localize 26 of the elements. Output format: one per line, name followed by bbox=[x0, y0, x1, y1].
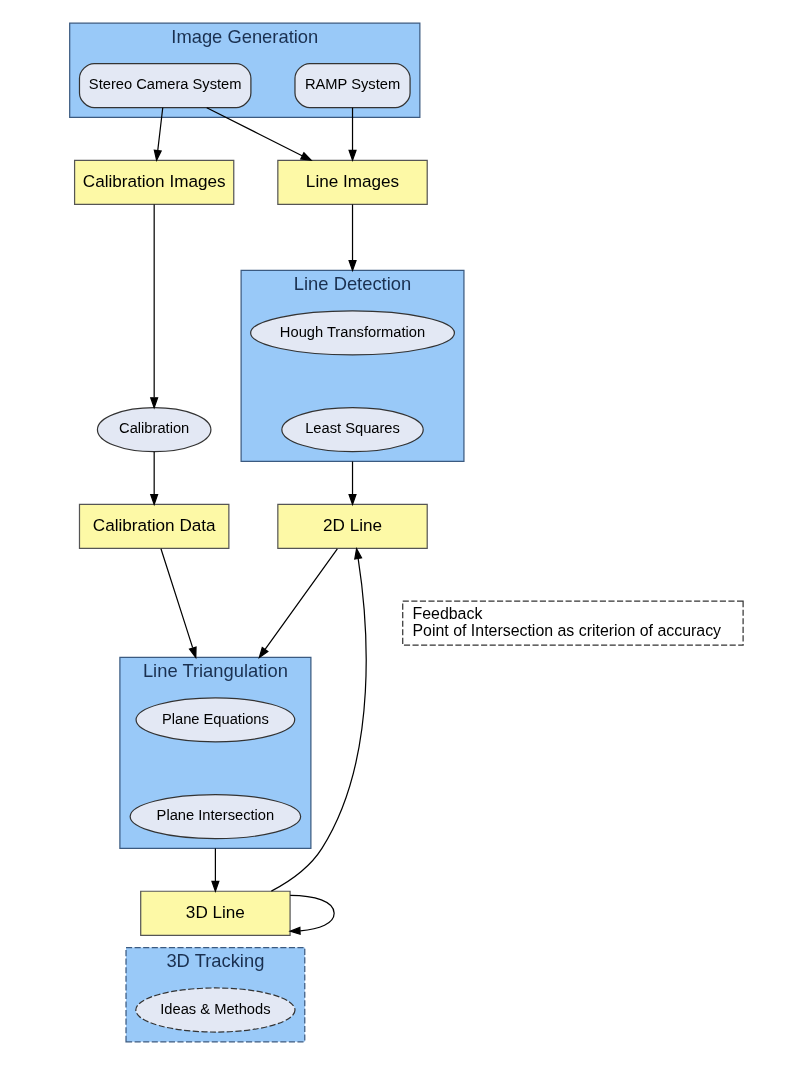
arrow bbox=[348, 203, 357, 273]
node-box: Line Images bbox=[277, 159, 428, 205]
node-box: Stereo Camera System bbox=[78, 62, 252, 109]
node-box: Calibration Images bbox=[74, 159, 235, 205]
arrow bbox=[153, 107, 164, 163]
node-ellipse: Hough Transformation bbox=[250, 310, 456, 356]
arrow bbox=[270, 546, 367, 892]
arrow bbox=[160, 548, 197, 660]
node-ellipse: Plane Intersection bbox=[129, 793, 302, 840]
node-ellipse: Plane Equations bbox=[135, 697, 296, 743]
node-box: Feedback Point of Intersection as criterion of accuracy bbox=[402, 600, 744, 646]
arrow bbox=[258, 548, 338, 659]
node-ellipse: Ideas & Methods bbox=[135, 987, 296, 1033]
arrow bbox=[288, 894, 335, 936]
arrow bbox=[348, 107, 357, 163]
node-ellipse: Calibration bbox=[96, 407, 212, 453]
arrow bbox=[149, 203, 159, 410]
node-ellipse: Least Squares bbox=[281, 407, 424, 453]
node-box: RAMP System bbox=[294, 62, 411, 109]
arrow bbox=[206, 107, 313, 162]
arrow bbox=[149, 451, 159, 507]
arrow bbox=[348, 460, 357, 507]
node-box: 2D Line bbox=[277, 503, 428, 550]
node-box: 3D Line bbox=[140, 890, 291, 936]
arrow bbox=[211, 847, 220, 894]
node-box: Calibration Data bbox=[78, 503, 230, 550]
